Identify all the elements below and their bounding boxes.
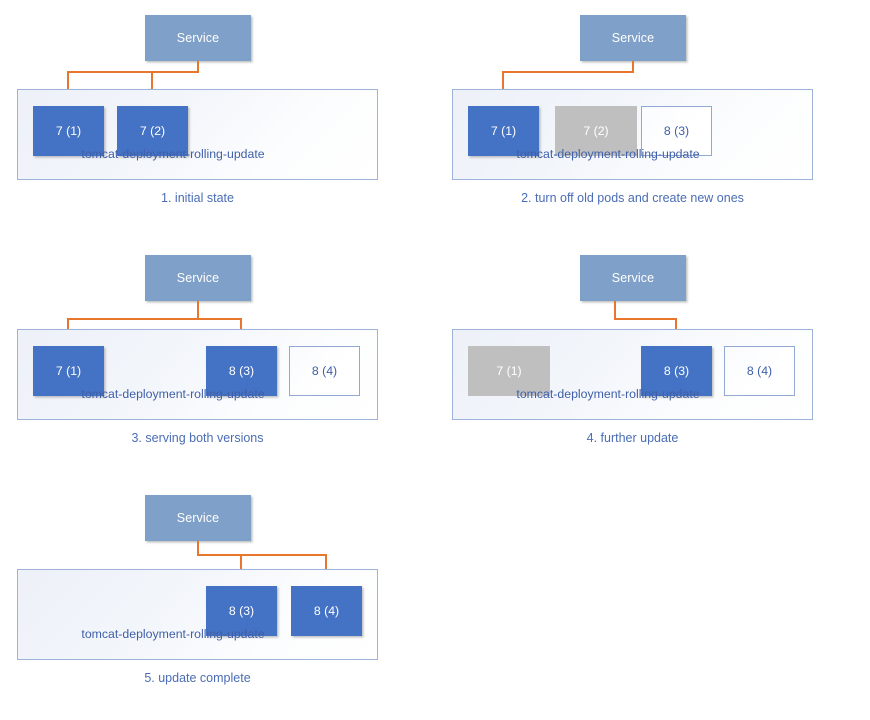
panel-caption: 2. turn off old pods and create new ones [521,191,744,205]
deployment-label: tomcat-deployment-rolling-update [81,627,265,641]
service-label: Service [176,30,220,45]
service-box: Service [145,495,251,541]
pod-label: 7 (2) [583,123,609,138]
pod-label: 8 (3) [663,363,690,378]
panel-caption: 4. further update [586,431,679,445]
pod-8-3: 8 (3) [641,346,712,396]
pod-label: 8 (3) [228,363,255,378]
pod-label: 8 (3) [228,603,255,618]
service-box: Service [580,255,686,301]
service-box: Service [145,255,251,301]
service-label: Service [611,30,655,45]
pod-7-2: 7 (2) [555,106,637,156]
pod-8-3: 8 (3) [641,106,712,156]
service-box: Service [145,15,251,61]
pod-label: 8 (4) [311,363,338,378]
panel-2-turn-off-old-pods: Service 7 (1) 7 (2) 8 (3) tomcat-deploym… [435,0,870,240]
deployment-label: tomcat-deployment-rolling-update [81,387,265,401]
deployment-label: tomcat-deployment-rolling-update [516,147,700,161]
service-label: Service [611,270,655,285]
pod-8-4: 8 (4) [291,586,362,636]
pod-7-1: 7 (1) [468,346,550,396]
pod-7-2: 7 (2) [117,106,188,156]
pod-label: 8 (4) [746,363,773,378]
panel-1-initial-state: Service 7 (1) 7 (2) tomcat-deployment-ro… [0,0,435,240]
pod-8-3: 8 (3) [206,346,277,396]
pod-8-4: 8 (4) [724,346,795,396]
pod-label: 7 (1) [490,123,517,138]
pod-label: 7 (1) [496,363,522,378]
panel-caption: 3. serving both versions [131,431,264,445]
deployment-box: 7 (1) 8 (3) 8 (4) tomcat-deployment-roll… [452,329,813,420]
panel-4-further-update: Service 7 (1) 8 (3) 8 (4) tomcat-deploym… [435,240,870,480]
pod-7-1: 7 (1) [468,106,539,156]
pod-7-1: 7 (1) [33,106,104,156]
service-box: Service [580,15,686,61]
panel-caption: 1. initial state [161,191,234,205]
deployment-box: 7 (1) 7 (2) 8 (3) tomcat-deployment-roll… [452,89,813,180]
panel-3-serving-both-versions: Service 7 (1) 8 (3) 8 (4) tomcat-deploym… [0,240,435,480]
deployment-label: tomcat-deployment-rolling-update [516,387,700,401]
panel-5-update-complete: Service 8 (3) 8 (4) tomcat-deployment-ro… [0,480,435,720]
pod-label: 7 (1) [55,123,82,138]
pod-8-4: 8 (4) [289,346,360,396]
panel-caption: 5. update complete [144,671,251,685]
service-label: Service [176,270,220,285]
deployment-box: 7 (1) 7 (2) tomcat-deployment-rolling-up… [17,89,378,180]
pod-8-3: 8 (3) [206,586,277,636]
pod-label: 7 (2) [139,123,166,138]
pod-label: 8 (4) [313,603,340,618]
deployment-box: 8 (3) 8 (4) tomcat-deployment-rolling-up… [17,569,378,660]
pod-label: 7 (1) [55,363,82,378]
service-label: Service [176,510,220,525]
deployment-box: 7 (1) 8 (3) 8 (4) tomcat-deployment-roll… [17,329,378,420]
deployment-label: tomcat-deployment-rolling-update [81,147,265,161]
pod-label: 8 (3) [663,123,690,138]
pod-7-1: 7 (1) [33,346,104,396]
